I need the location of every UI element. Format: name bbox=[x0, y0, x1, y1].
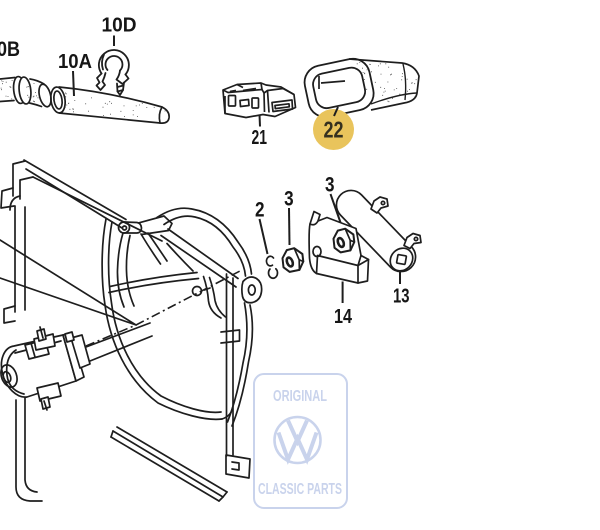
svg-text:3: 3 bbox=[325, 173, 335, 197]
svg-text:14: 14 bbox=[334, 305, 352, 328]
svg-text:10D: 10D bbox=[102, 14, 137, 37]
svg-text:10B: 10B bbox=[0, 38, 20, 61]
svg-text:ORIGINAL: ORIGINAL bbox=[273, 388, 327, 405]
svg-text:22: 22 bbox=[324, 117, 344, 143]
svg-text:CLASSIC PARTS: CLASSIC PARTS bbox=[258, 481, 342, 498]
svg-text:13: 13 bbox=[393, 286, 410, 308]
svg-text:2: 2 bbox=[255, 199, 265, 222]
svg-text:3: 3 bbox=[284, 187, 294, 211]
svg-text:10A: 10A bbox=[58, 50, 92, 73]
svg-text:21: 21 bbox=[251, 127, 267, 149]
